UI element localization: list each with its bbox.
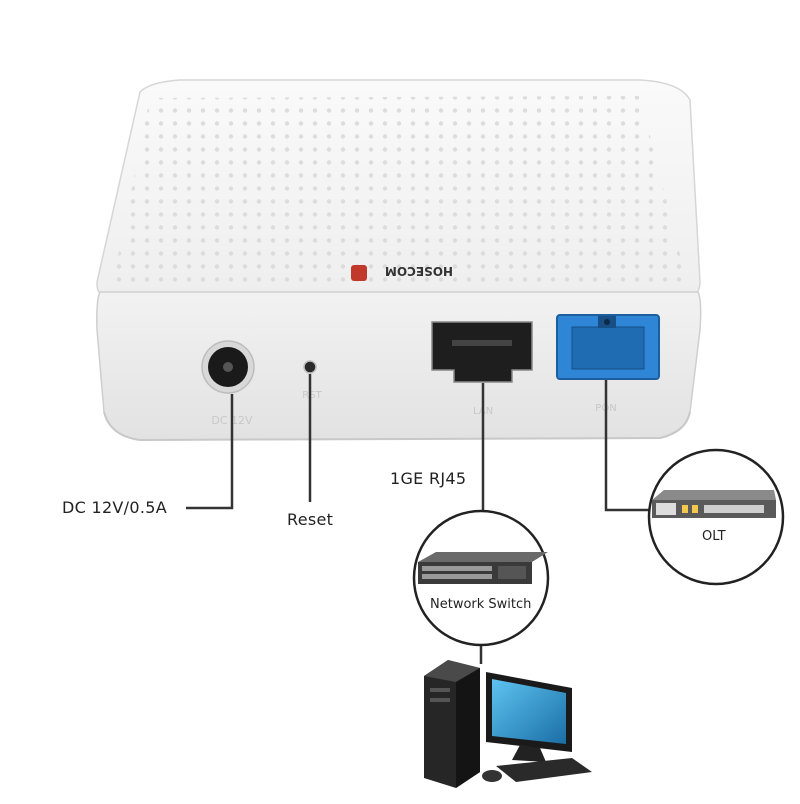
network-switch-bubble <box>412 509 550 647</box>
olt-icon <box>652 490 776 518</box>
switch-icon <box>418 552 548 584</box>
desktop-computer-icon <box>424 660 592 788</box>
rst-port-mark: RST <box>302 390 322 401</box>
olt-label: OLT <box>702 529 726 544</box>
lan-label: 1GE RJ45 <box>390 469 467 488</box>
callout-lines <box>186 374 650 664</box>
pon-port: PON <box>556 314 660 414</box>
brand-logo: HOSECOM <box>351 264 453 281</box>
ont-device: HOSECOM DC 12V RST LAN <box>96 79 702 442</box>
reset-label: Reset <box>287 510 334 529</box>
reset-pinhole: RST <box>302 360 323 401</box>
dc-callout-line <box>186 394 234 510</box>
pon-callout-line <box>604 380 650 512</box>
dc-power-jack: DC 12V <box>201 340 255 427</box>
olt-bubble <box>647 448 785 586</box>
dc-power-label: DC 12V/0.5A <box>62 498 167 517</box>
network-switch-label: Network Switch <box>430 597 532 612</box>
brand-name-text: HOSECOM <box>385 264 453 278</box>
